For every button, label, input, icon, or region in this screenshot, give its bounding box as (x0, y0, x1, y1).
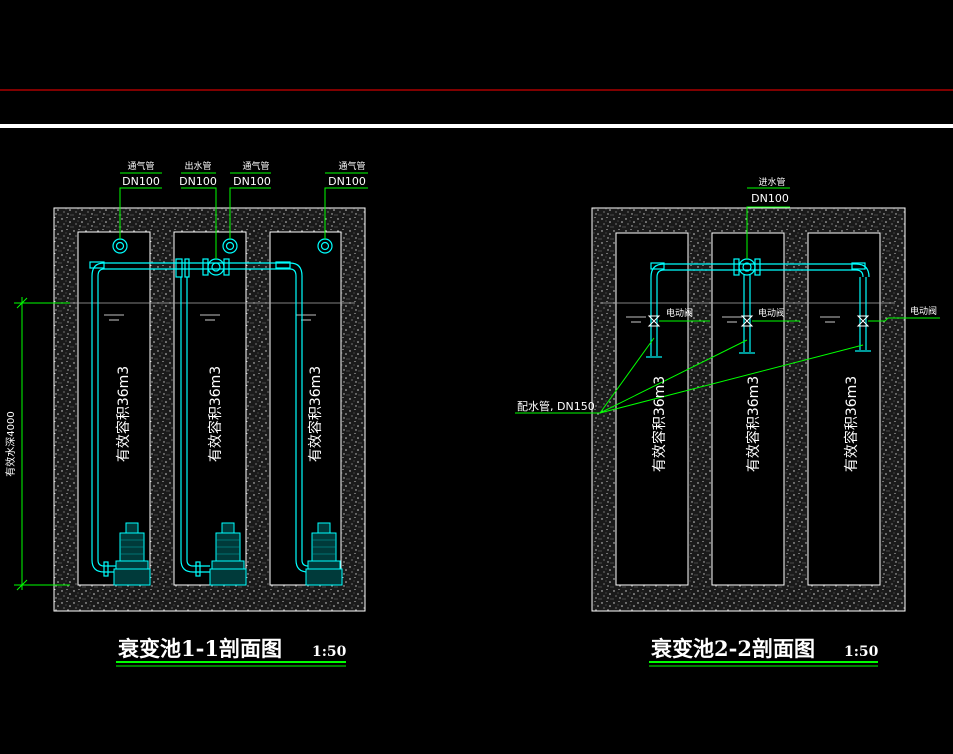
section-2-valve-label-0: 电动阀 (666, 307, 693, 319)
section-1-volume-label-2: 有效容积36m3 (307, 366, 324, 462)
section-2-concrete-wall (591, 207, 906, 612)
section-2-scale: 1:50 (844, 644, 879, 660)
section-1-scale: 1:50 (312, 644, 347, 660)
section-1-callout-size-0: DN100 (122, 175, 160, 188)
section-1-callout-size-1: DN100 (179, 175, 217, 188)
section-1-dimension-label: 有效水深4000 (4, 411, 17, 476)
section-1-callout-name-1: 出水管 (184, 160, 211, 172)
section-2-drawing (515, 187, 940, 612)
section-2-volume-label-2: 有效容积36m3 (843, 376, 860, 472)
section-1-volume-label-1: 有效容积36m3 (207, 366, 224, 462)
section-2-top-callout-size: DN100 (751, 192, 789, 205)
section-1-callout-name-3: 通气管 (338, 160, 365, 172)
section-1-title: 衰变池1-1剖面图 (118, 636, 282, 661)
section-1-callout-name-2: 通气管 (242, 160, 269, 172)
section-2-side-callout: 配水管, DN150 (517, 399, 595, 413)
section-2-valve-label-1: 电动阀 (758, 307, 785, 319)
section-1-callout-size-2: DN100 (233, 175, 271, 188)
section-1-callout-name-0: 通气管 (127, 160, 154, 172)
section-1-volume-label-0: 有效容积36m3 (115, 366, 132, 462)
section-2-valve-label-2: 电动阀 (910, 305, 937, 317)
section-2-title: 衰变池2-2剖面图 (651, 636, 815, 661)
section-2-volume-label-0: 有效容积36m3 (651, 376, 668, 472)
section-1-callout-size-3: DN100 (328, 175, 366, 188)
section-2-top-callout-name: 进水管 (758, 176, 785, 188)
section-2-volume-label-1: 有效容积36m3 (745, 376, 762, 472)
section-1-drawing (14, 172, 368, 612)
